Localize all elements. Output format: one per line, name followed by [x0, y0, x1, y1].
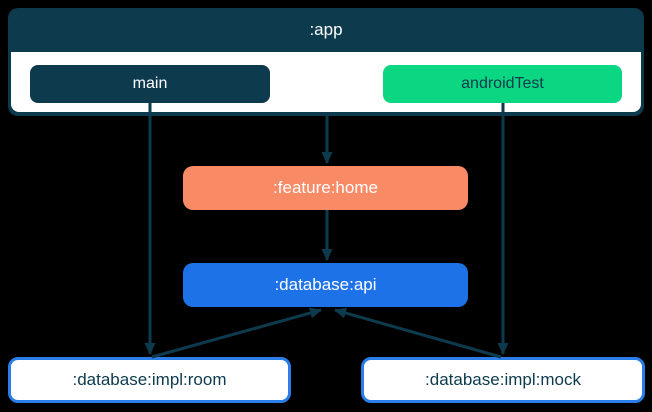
module-feature-home-node: :feature:home	[183, 166, 468, 210]
app-module-container: :app main androidTest	[8, 8, 644, 116]
edge-impl-room-to-database-api	[151, 307, 322, 359]
module-feature-home-label: :feature:home	[273, 178, 378, 197]
module-database-impl-mock-label: :database:impl:mock	[425, 370, 581, 389]
module-database-api-node: :database:api	[183, 263, 468, 307]
module-database-impl-mock-node: :database:impl:mock	[361, 357, 645, 403]
module-database-impl-room-label: :database:impl:room	[72, 370, 227, 389]
source-set-main-node: main	[30, 65, 270, 103]
app-module-label: :app	[309, 20, 343, 39]
app-module-header: :app	[8, 8, 644, 52]
module-database-api-label: :database:api	[274, 275, 377, 294]
source-set-androidtest-node: androidTest	[383, 65, 622, 103]
source-set-main-label: main	[132, 75, 168, 92]
app-module-body: main androidTest	[11, 52, 641, 112]
module-database-impl-room-node: :database:impl:room	[8, 357, 291, 403]
source-set-androidtest-label: androidTest	[461, 75, 544, 92]
edge-impl-mock-to-database-api	[334, 307, 502, 359]
